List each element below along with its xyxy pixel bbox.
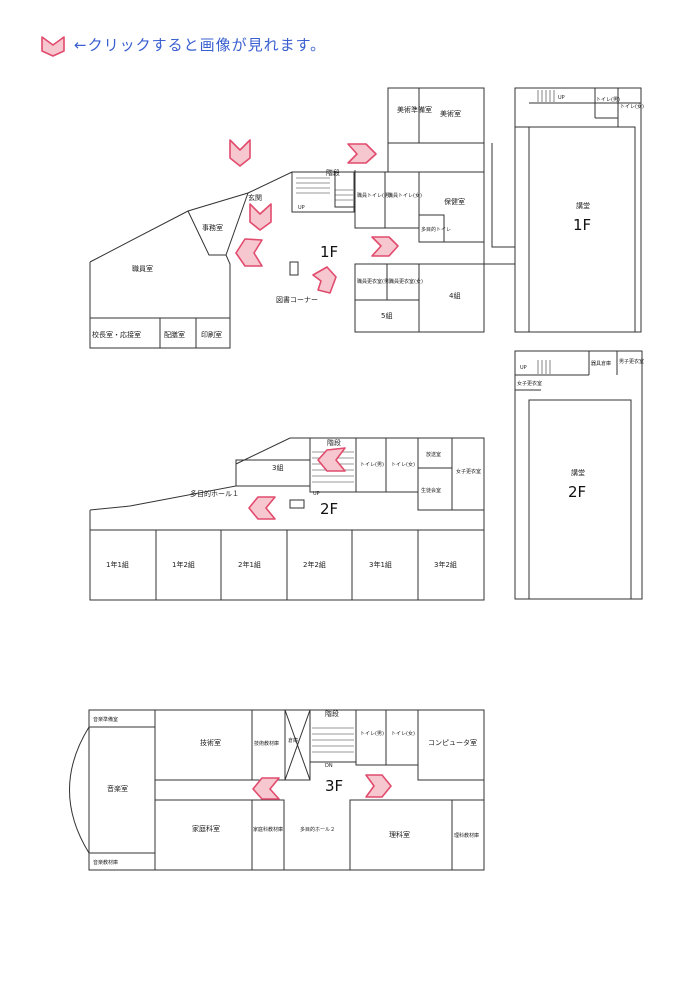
room-c2-2: 2年2組	[303, 560, 326, 569]
room-c1-2: 1年2組	[172, 560, 195, 569]
room-office: 事務室	[202, 223, 223, 232]
room-library: 図書コーナー	[276, 295, 318, 304]
room-delivery: 配膳室	[164, 330, 185, 339]
room-2f-girls-locker: 女子更衣室	[456, 468, 481, 475]
room-multi-wc: 多目的トイレ	[421, 226, 451, 233]
room-c1-1: 1年1組	[106, 560, 129, 569]
room-broadcast: 放送室	[426, 451, 441, 458]
gym2-up-label: UP	[520, 365, 527, 371]
room-c3-1: 3年1組	[369, 560, 392, 569]
room-art: 美術室	[440, 109, 461, 118]
photo-arrow-1f-left[interactable]	[235, 238, 263, 267]
gym-equipment: 器具倉庫	[591, 360, 611, 367]
photo-arrow-1f-art-right[interactable]	[347, 143, 377, 164]
photo-arrow-3f-left[interactable]	[252, 777, 280, 800]
floor1-label: 1F	[320, 243, 338, 261]
floor3-plan: 音楽準備室 技術室 技術教材庫 倉庫 階段 トイレ(男) トイレ(女) コンピュ…	[69, 709, 485, 871]
floor1-plan: 美術準備室 美術室 階段 UP 玄関 事務室 職員トイレ(男) 職員トイレ(女)…	[89, 87, 516, 349]
room-tech: 技術室	[200, 738, 221, 747]
gym-boys-locker: 男子更衣室	[619, 358, 644, 365]
photo-arrow-2f-stairs[interactable]	[317, 447, 346, 472]
gym-wc-m: トイレ(男)	[596, 97, 620, 103]
stairs-label-1f: 階段	[326, 168, 340, 177]
room-2f-wc-m: トイレ(男)	[360, 462, 384, 468]
dn-label-3f: DN	[325, 763, 333, 769]
room-staff-locker-m: 職員更衣室(男)	[357, 278, 391, 285]
room-2f-wc-f: トイレ(女)	[391, 461, 415, 468]
photo-arrow-1f-library[interactable]	[312, 266, 337, 294]
room-c3-2: 3年2組	[434, 560, 457, 569]
header-arrow-icon	[41, 36, 65, 57]
floor2-plan: 階段 3組 トイレ(男) トイレ(女) 放送室 女子更衣室 生徒会室 UP 多目…	[89, 437, 485, 601]
room-c2-1: 2年1組	[238, 560, 261, 569]
photo-arrow-1f-hall-down[interactable]	[229, 139, 251, 167]
room-staff: 職員室	[132, 264, 153, 273]
header-instruction: ←クリックすると画像が見れます。	[74, 36, 327, 54]
room-multi-hall-2: 多目的ホール２	[300, 826, 335, 833]
room-staff-locker-f: 職員更衣室(女)	[389, 278, 423, 285]
room-music: 音楽室	[107, 784, 128, 793]
room-principal: 校長室・応接室	[92, 330, 141, 339]
floor2-label: 2F	[320, 500, 338, 518]
room-science: 理科室	[389, 830, 410, 839]
room-class3: 3組	[272, 463, 283, 472]
gym-2f-label: 2F	[568, 483, 586, 501]
room-science-storage: 理科教材庫	[454, 832, 479, 839]
room-staff-wc-m: 職員トイレ(男)	[357, 192, 391, 199]
stairs-label-2f: 階段	[327, 438, 341, 447]
room-storage: 倉庫	[288, 737, 298, 744]
room-music-storage: 音楽教材庫	[93, 859, 118, 866]
floor3-label: 3F	[325, 777, 343, 795]
room-class5: 5組	[381, 311, 392, 320]
gym-up-label: UP	[558, 95, 565, 101]
room-multi-hall-1: 多目的ホール１	[190, 489, 239, 498]
photo-arrow-1f-entrance-down[interactable]	[249, 203, 272, 231]
gym-wc-f: トイレ(女)	[620, 103, 644, 110]
photo-arrow-2f-hall-left[interactable]	[248, 496, 276, 520]
room-art-prep: 美術準備室	[397, 105, 432, 114]
room-student-council: 生徒会室	[421, 487, 441, 494]
room-3f-wc-m: トイレ(男)	[360, 731, 384, 737]
room-print: 印刷室	[201, 330, 222, 339]
room-health: 保健室	[444, 197, 465, 206]
gym-girls-locker: 女子更衣室	[517, 380, 542, 387]
room-entrance: 玄関	[248, 193, 262, 202]
room-staff-wc-f: 職員トイレ(女)	[388, 192, 422, 199]
photo-arrow-3f-right[interactable]	[365, 774, 392, 798]
gym-2f-plan: UP 器具倉庫 男子更衣室 女子更衣室 講堂 2F	[514, 350, 644, 600]
room-home-ec-storage: 家庭科教材庫	[253, 826, 283, 833]
room-class4: 4組	[449, 291, 460, 300]
room-tech-storage: 技術教材庫	[254, 740, 279, 747]
gym-1f-plan: UP トイレ(男) トイレ(女) 講堂 1F	[514, 87, 644, 333]
room-home-ec: 家庭科室	[192, 824, 220, 833]
gym-1f-label: 1F	[573, 216, 591, 234]
photo-arrow-1f-health-right[interactable]	[371, 236, 399, 257]
gym-hall-1f: 講堂	[576, 201, 590, 210]
up-label-1f: UP	[298, 205, 305, 211]
up-label-2f: UP	[313, 491, 320, 497]
room-computer: コンピュータ室	[428, 738, 477, 747]
room-music-prep: 音楽準備室	[93, 716, 118, 723]
room-3f-wc-f: トイレ(女)	[391, 730, 415, 737]
gym-hall-2f: 講堂	[571, 468, 585, 477]
stairs-label-3f: 階段	[325, 709, 339, 718]
